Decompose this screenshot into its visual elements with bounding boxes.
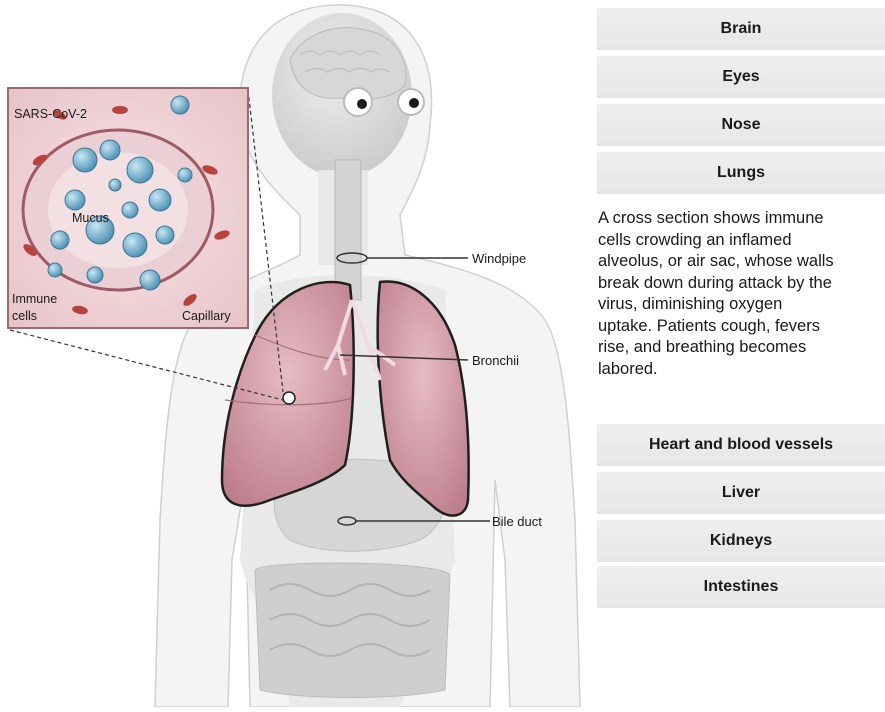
organ-button-lungs[interactable]: Lungs	[597, 152, 885, 196]
organ-panel: Brain Eyes Nose Lungs A cross section sh…	[597, 0, 885, 707]
organ-button-label: Intestines	[704, 578, 779, 596]
anatomy-illustration: Windpipe Bronchii Bile duct	[0, 0, 590, 707]
label-bronchii: Bronchii	[472, 353, 519, 368]
label-mucus: Mucus	[72, 211, 109, 225]
label-windpipe: Windpipe	[472, 251, 526, 266]
label-bile-duct: Bile duct	[492, 514, 542, 529]
organ-button-heart[interactable]: Heart and blood vessels	[597, 424, 885, 468]
label-capillary: Capillary	[182, 309, 231, 323]
organ-button-label: Lungs	[717, 164, 765, 182]
organ-button-intestines[interactable]: Intestines	[597, 566, 885, 610]
label-immune-cells-2: cells	[12, 309, 37, 323]
organ-button-label: Brain	[721, 20, 762, 38]
organ-button-kidneys[interactable]: Kidneys	[597, 520, 885, 564]
alveolus-inset: SARS-CoV-2 Mucus Immune cells Capillary	[8, 88, 248, 328]
organ-description: A cross section shows immune cells crowd…	[598, 208, 885, 380]
organ-button-liver[interactable]: Liver	[597, 472, 885, 516]
organ-button-eyes[interactable]: Eyes	[597, 56, 885, 100]
organ-button-label: Eyes	[722, 68, 759, 86]
organ-button-label: Liver	[722, 484, 760, 502]
organ-button-label: Nose	[721, 116, 760, 134]
organ-button-nose[interactable]: Nose	[597, 104, 885, 148]
alveolus-marker	[283, 392, 295, 404]
organ-button-label: Kidneys	[710, 532, 772, 550]
organ-button-label: Heart and blood vessels	[649, 436, 833, 454]
label-immune-cells-1: Immune	[12, 292, 57, 306]
anatomy-figure: Windpipe Bronchii Bile duct	[0, 0, 590, 707]
label-sars-cov-2: SARS-CoV-2	[14, 107, 87, 121]
organ-button-brain[interactable]: Brain	[597, 8, 885, 52]
